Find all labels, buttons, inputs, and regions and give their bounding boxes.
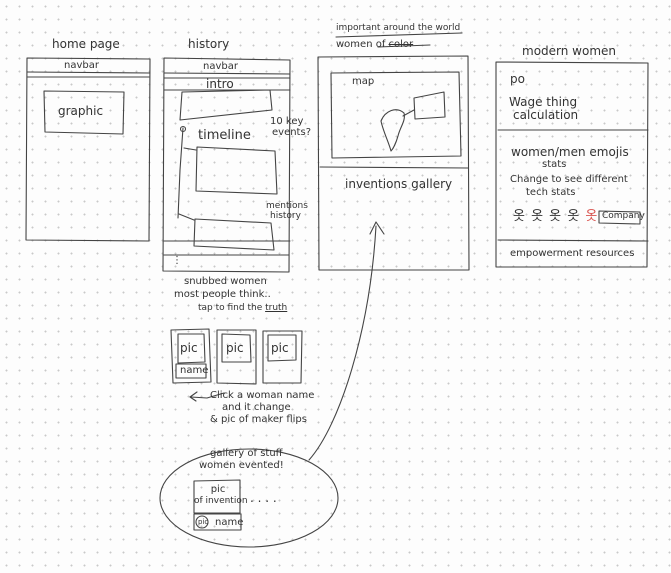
snubbed-card-1-name[interactable]: name (180, 365, 209, 376)
history-frame (162, 57, 291, 273)
snubbed-note-arrowhead (189, 391, 198, 402)
history-note-key-events-1: 10 key (270, 116, 304, 127)
homepage-title: home page (52, 37, 120, 51)
modern-change-line2: tech stats (526, 187, 576, 198)
world-title-line2: women of color (336, 40, 413, 50)
gallery-title-line1: gallery of stuff (210, 448, 283, 459)
snubbed-note-1: Click a woman name (210, 390, 315, 401)
snubbed-card-1-inner (177, 333, 206, 364)
snubbed-note-arrow (190, 392, 225, 399)
history-note-key-events-2: events? (272, 127, 311, 138)
gallery-name[interactable]: name (215, 517, 244, 528)
snubbed-card-3-outer (262, 330, 303, 384)
snubbed-title: snubbed women (184, 276, 267, 287)
gallery-bubble (159, 448, 339, 548)
person-icons[interactable]: 옷 옷 옷 옷 옷 (513, 209, 598, 224)
homepage-graphic: graphic (58, 104, 104, 118)
gallery-mini-pic: pic (198, 518, 209, 526)
modern-resources-link[interactable]: empowerment resources (510, 248, 635, 259)
modern-wage-line1: Wage thing (509, 95, 578, 109)
history-timeline: timeline (198, 128, 251, 143)
timeline-box-2 (193, 218, 275, 251)
snubbed-truth-link[interactable]: truth (265, 303, 288, 313)
modern-emojis-line2: stats (542, 159, 567, 170)
world-title-struck: color (388, 39, 414, 50)
gallery-ellipsis: . . . . (250, 491, 277, 505)
map-callout-box (413, 91, 446, 120)
homepage-navbar[interactable]: navbar (64, 60, 99, 71)
homepage-navbar-line1 (26, 71, 151, 74)
history-navbar-line (163, 72, 291, 75)
world-title-prefix: women of (336, 39, 389, 50)
snubbed-note-3: & pic of maker flips (210, 414, 307, 425)
snubbed-subtitle: most people think.. (174, 289, 271, 300)
timeline-tick-1 (183, 147, 197, 151)
world-color-strike (377, 44, 431, 48)
snubbed-card-3-inner (267, 334, 297, 362)
snubbed-card-1-pic[interactable]: pic (180, 341, 198, 355)
world-map-box (330, 71, 462, 159)
map-callout-line (402, 109, 415, 117)
history-navbar[interactable]: navbar (203, 61, 238, 72)
modern-emojis-line1: women/men emojis (511, 145, 629, 159)
modern-po: po (510, 72, 525, 86)
world-title-underline (335, 32, 463, 38)
world-title-line1: important around the world (336, 23, 461, 33)
snubbed-card-1-outer (170, 328, 212, 384)
timeline-line (177, 127, 184, 219)
history-intro: intro (206, 77, 234, 91)
world-frame (317, 55, 470, 271)
history-intro-box (179, 89, 273, 121)
modern-divider-2 (497, 239, 649, 242)
snubbed-subtitle-2-prefix: tap to find the (198, 303, 266, 313)
snubbed-card-2-pic[interactable]: pic (226, 341, 244, 355)
modern-wage-line2: calculation (513, 108, 579, 122)
world-arrow-head (369, 221, 385, 235)
snubbed-card-2-inner (221, 333, 252, 363)
snubbed-card-2-outer (216, 329, 257, 385)
gallery-mini-pic-circle (195, 515, 209, 529)
gallery-pic-box (193, 479, 241, 514)
modern-people-row[interactable]: 옷 옷 옷 옷 옷 (513, 210, 598, 223)
person-icons-neutral[interactable]: 옷 옷 옷 옷 (513, 209, 586, 224)
snubbed-card-1-name-box (175, 363, 207, 379)
gallery-pic-line2[interactable]: of invention (194, 496, 248, 506)
history-scroll-mark: ⋮ (172, 255, 182, 266)
person-icon-highlight[interactable]: 옷 (585, 209, 599, 224)
modern-title: modern women (522, 44, 617, 58)
timeline-box-1 (195, 146, 278, 195)
snubbed-card-3-pic[interactable]: pic (271, 341, 289, 355)
world-arrow-curve (308, 225, 377, 461)
timeline-tick-2 (178, 213, 195, 221)
homepage-frame (25, 57, 151, 242)
world-divider (319, 166, 469, 169)
history-title: history (188, 37, 230, 51)
modern-company-button[interactable]: Company (602, 211, 645, 221)
history-note-mentions-1: mentions (266, 201, 308, 211)
modern-company-box (598, 210, 641, 225)
world-map-label: map (352, 76, 375, 87)
inventions-gallery-link[interactable]: inventions gallery (345, 177, 453, 191)
timeline-start-dot (179, 125, 187, 133)
history-note-mentions-2: history (270, 211, 301, 221)
homepage-graphic-box (43, 90, 125, 135)
gallery-title-line2: women evented! (199, 460, 284, 471)
modern-frame (495, 61, 649, 268)
gallery-name-box (193, 513, 242, 531)
modern-change-line1: Change to see different (510, 174, 628, 185)
snubbed-note-2: and it change (222, 402, 291, 413)
snubbed-subtitle-2: tap to find the truth (198, 304, 287, 313)
map-continent (380, 109, 405, 152)
gallery-pic-line1[interactable]: pic (210, 484, 226, 495)
